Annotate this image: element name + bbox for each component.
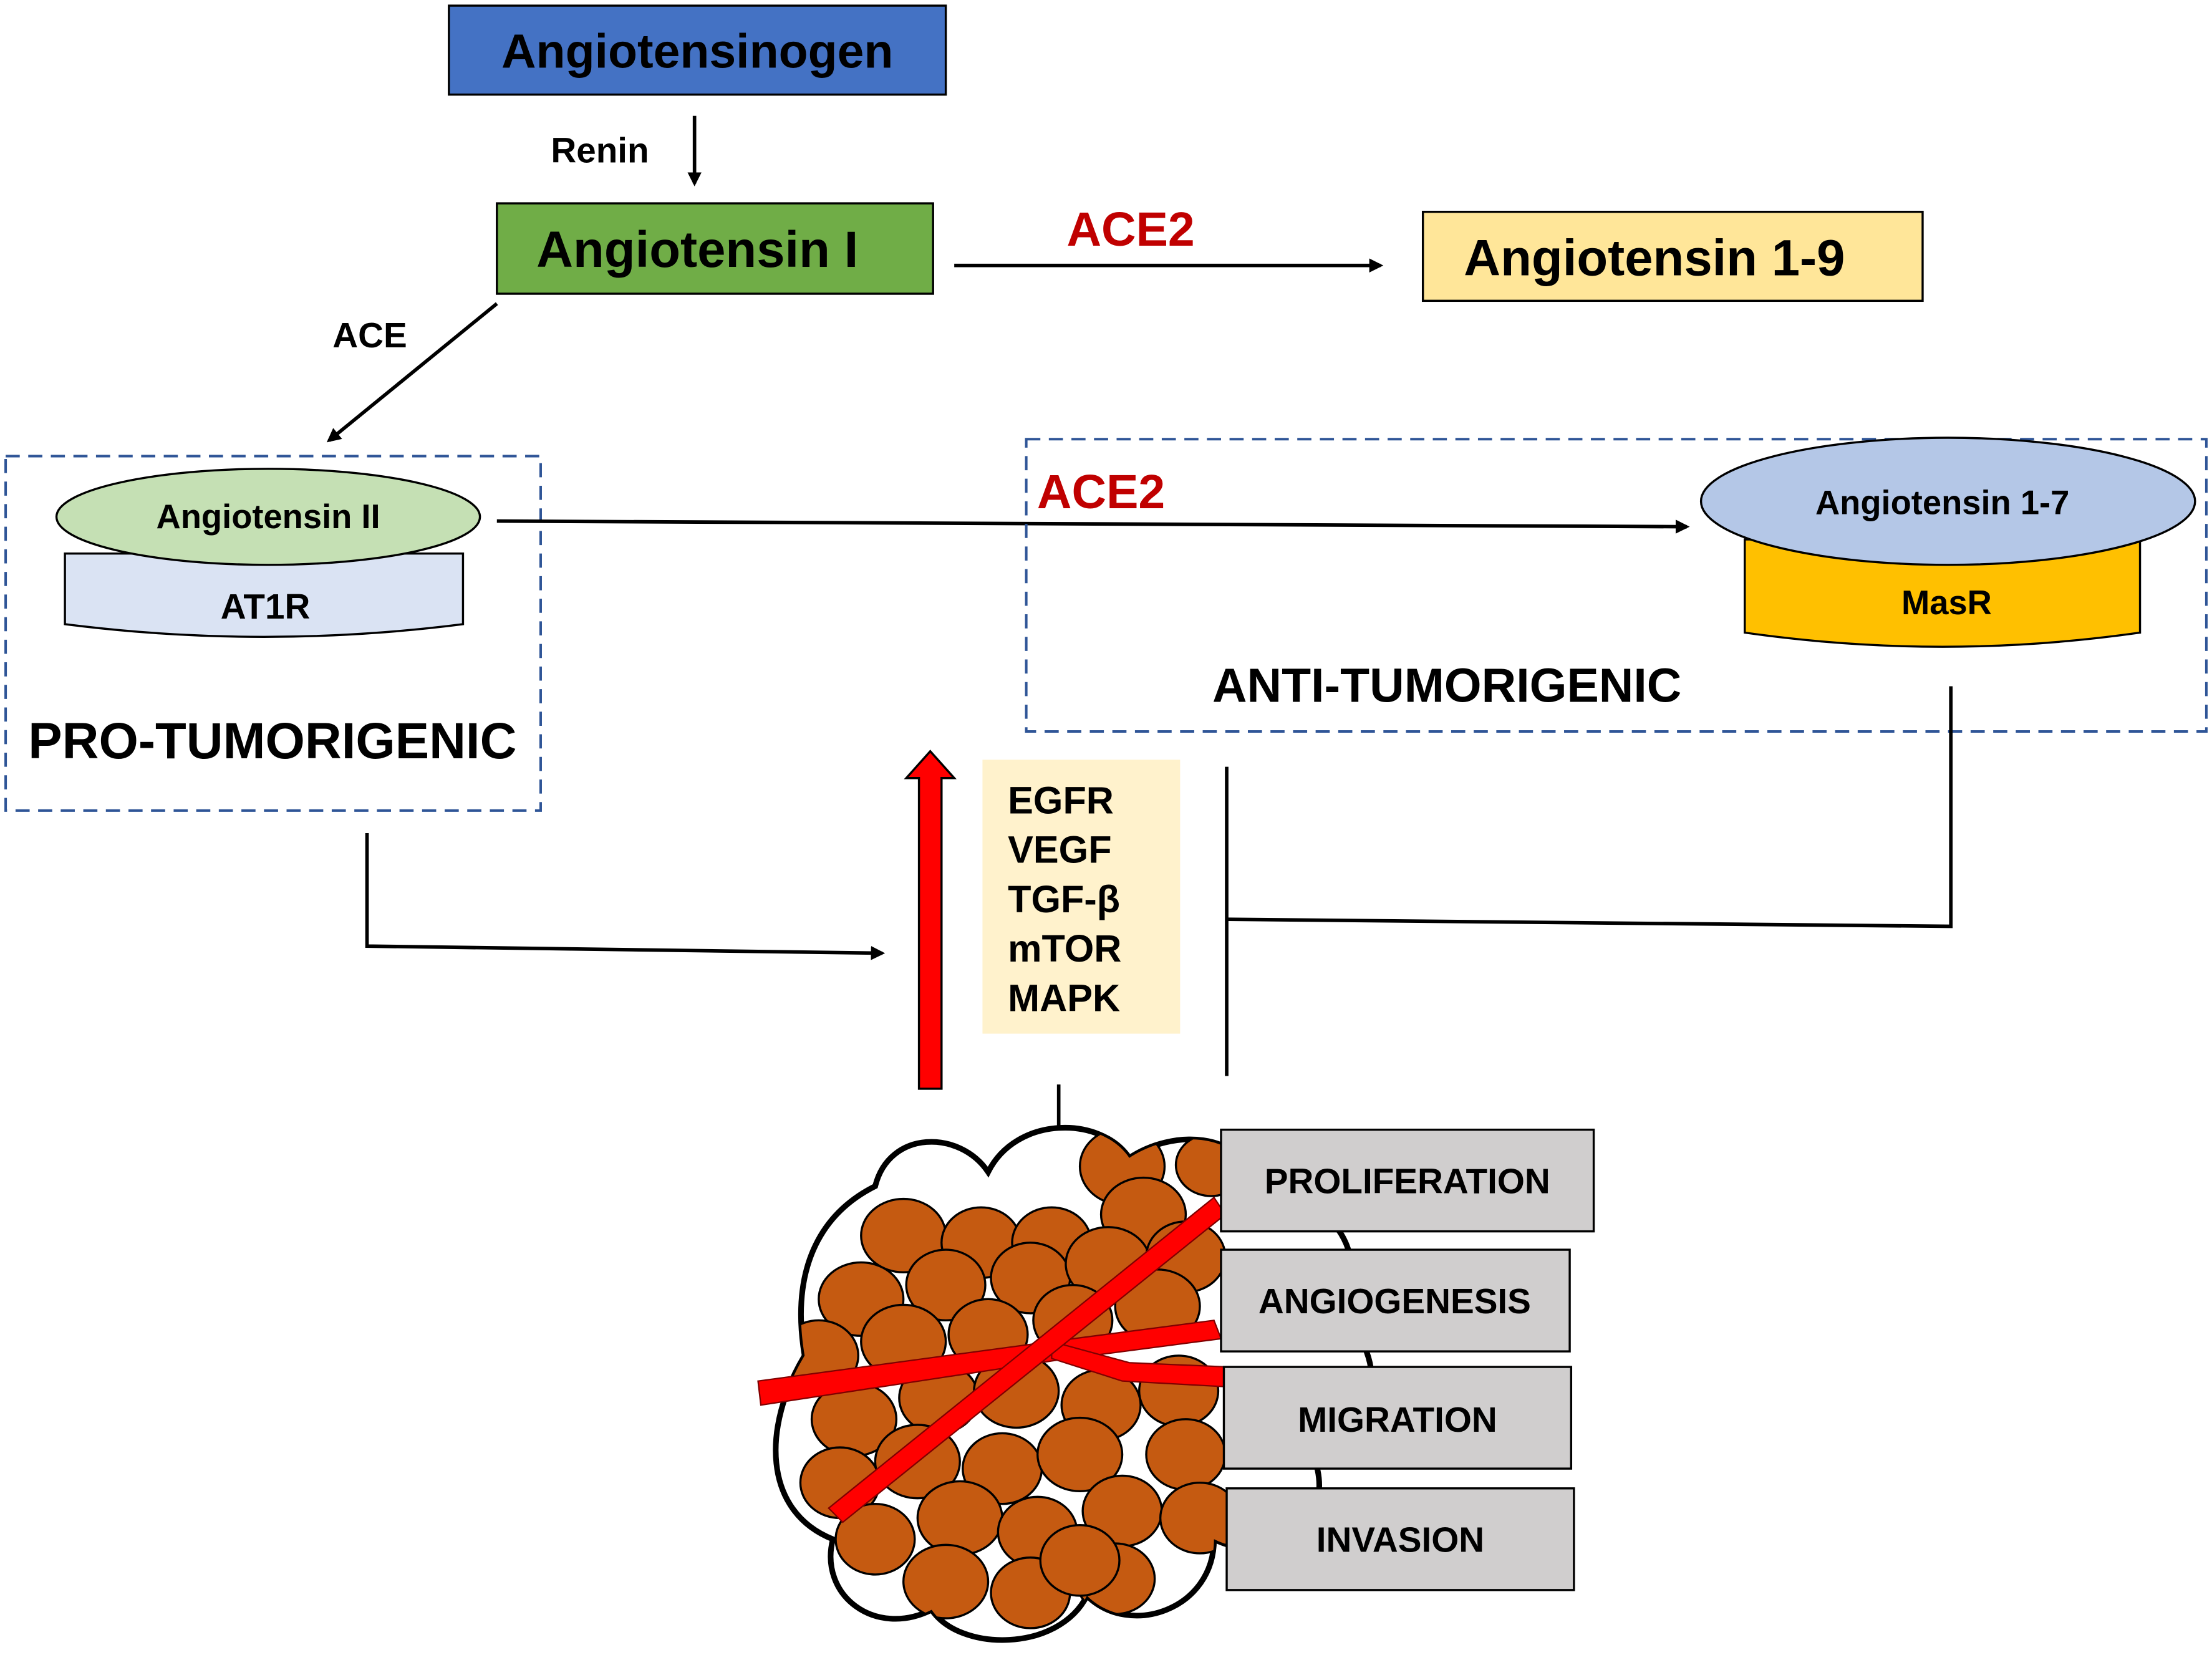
masr-base: [1744, 538, 2142, 648]
signaling-item: MAPK: [1008, 977, 1120, 1019]
ace2-middle-label: ACE2: [1037, 465, 1165, 519]
anti-inhibition-connector: [1228, 686, 1953, 929]
signaling-box: [982, 760, 1181, 1034]
ace2-top-label: ACE2: [1066, 203, 1194, 256]
at1r-base: [64, 552, 465, 638]
anti-tumorigenic-region: [1025, 438, 2208, 733]
pro-tumorigenic-region: [4, 455, 542, 812]
angiotensinogen-box: [448, 4, 947, 96]
signaling-item: mTOR: [1008, 927, 1121, 970]
angiotensin-2-ellipse: [55, 468, 481, 566]
tumor-illustration: [757, 1125, 1375, 1643]
pro-tumorigenic-label: PRO-TUMORIGENIC: [28, 713, 516, 770]
pro-to-signaling-connector: [365, 833, 886, 960]
outcome-box-angiogenesis: [1220, 1248, 1571, 1353]
outcome-box-migration: [1222, 1366, 1573, 1470]
angiotensin-1-label: Angiotensin I: [536, 221, 858, 278]
outcome-label: ANGIOGENESIS: [1258, 1281, 1531, 1321]
ace2-middle-arrow: [496, 519, 1690, 534]
masr-label: MasR: [1901, 584, 1992, 622]
upregulation-arrow: [904, 750, 957, 1090]
outcome-box-proliferation: [1220, 1128, 1595, 1233]
anti-tumorigenic-label: ANTI-TUMORIGENIC: [1212, 659, 1681, 712]
at1r-label: AT1R: [221, 587, 311, 626]
signaling-item: TGF-β: [1008, 878, 1120, 920]
angiotensin-1-9-box: [1421, 210, 1924, 302]
angiotensin-2-label: Angiotensin II: [157, 498, 380, 536]
outcome-label: PROLIFERATION: [1265, 1161, 1550, 1200]
angiotensinogen-label: Angiotensinogen: [501, 25, 893, 79]
angiotensin-1-9-label: Angiotensin 1-9: [1464, 230, 1845, 287]
blood-vessels: [757, 1196, 1229, 1523]
renin-label: Renin: [551, 130, 649, 170]
outcome-label: INVASION: [1316, 1520, 1484, 1560]
signaling-item: VEGF: [1008, 829, 1111, 871]
angiotensin-1-box: [496, 202, 934, 295]
signaling-item: EGFR: [1008, 779, 1114, 821]
angiotensin-1-7-label: Angiotensin 1-7: [1815, 483, 2069, 521]
ace-arrow: [326, 302, 498, 443]
angiotensin-1-7-ellipse: [1699, 437, 2196, 566]
outcome-box-invasion: [1225, 1487, 1575, 1591]
ace-label: ACE: [332, 316, 407, 355]
outcome-label: MIGRATION: [1298, 1400, 1497, 1439]
